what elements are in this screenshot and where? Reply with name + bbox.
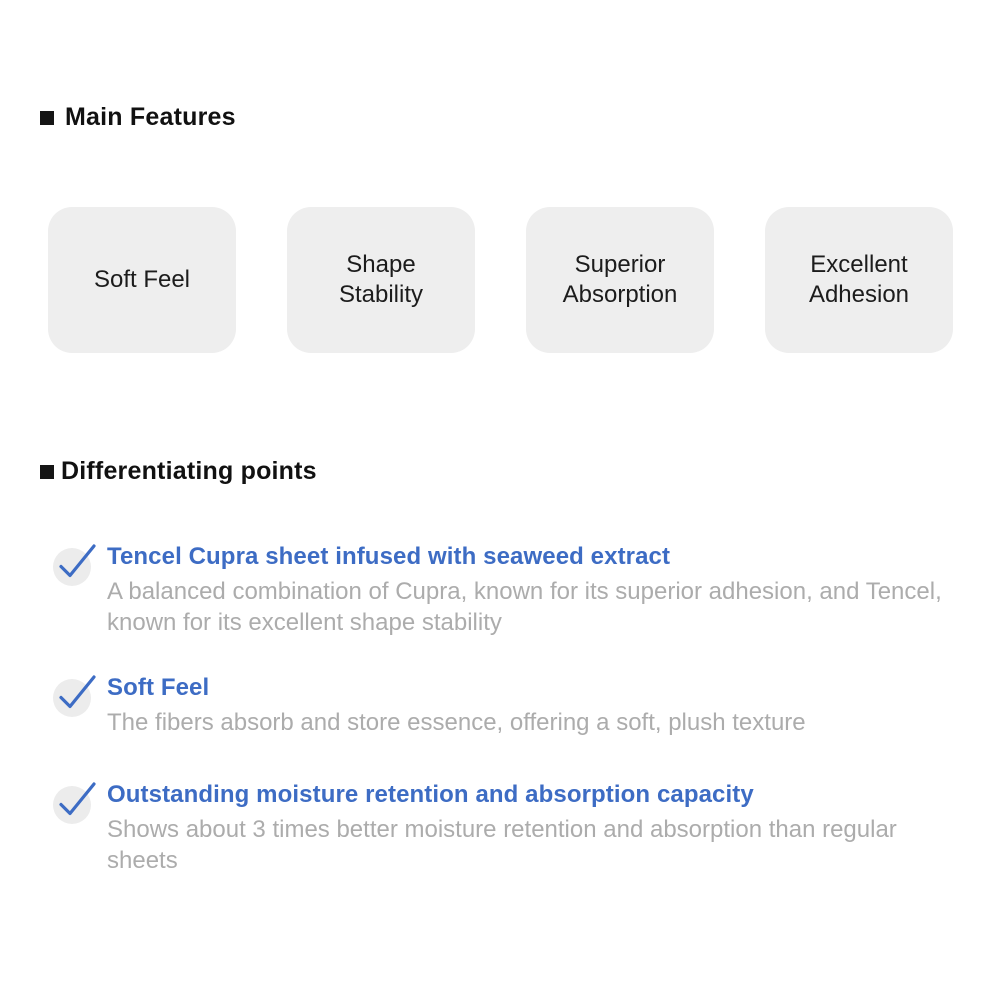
differentiating-points-heading-label: Differentiating points bbox=[61, 457, 317, 485]
feature-card-shape-stability: Shape Stability bbox=[287, 207, 475, 353]
feature-card-label: Excellent Adhesion bbox=[808, 251, 910, 308]
point-description: Shows about 3 times better moisture rete… bbox=[107, 816, 897, 874]
point-title: Tencel Cupra sheet infused with seaweed … bbox=[107, 543, 671, 570]
feature-card-label: Soft Feel bbox=[93, 266, 191, 293]
feature-cards-row: Soft Feel Shape Stability Superior Absor… bbox=[48, 207, 953, 353]
feature-card-superior-absorption: Superior Absorption bbox=[526, 207, 714, 353]
main-features-heading-label: Main Features bbox=[65, 103, 236, 131]
differentiating-points-heading: Differentiating points bbox=[40, 454, 317, 488]
main-features-heading: Main Features bbox=[40, 100, 236, 134]
differentiating-point-item: Outstanding moisture retention and absor… bbox=[52, 779, 957, 876]
square-bullet-icon bbox=[40, 464, 54, 479]
feature-card-excellent-adhesion: Excellent Adhesion bbox=[765, 207, 953, 353]
feature-card-soft-feel: Soft Feel bbox=[48, 207, 236, 353]
checkmark-icon bbox=[52, 672, 98, 718]
square-bullet-icon bbox=[40, 110, 54, 125]
differentiating-point-item: Tencel Cupra sheet infused with seaweed … bbox=[52, 541, 957, 638]
point-title: Soft Feel bbox=[107, 674, 210, 701]
checkmark-icon bbox=[52, 779, 98, 825]
point-title: Outstanding moisture retention and absor… bbox=[107, 781, 754, 808]
feature-card-label: Shape Stability bbox=[338, 251, 424, 308]
point-description: A balanced combination of Cupra, known f… bbox=[107, 578, 942, 636]
point-description: The fibers absorb and store essence, off… bbox=[107, 709, 806, 736]
feature-card-label: Superior Absorption bbox=[562, 251, 678, 308]
checkmark-icon bbox=[52, 541, 98, 587]
differentiating-point-item: Soft Feel The fibers absorb and store es… bbox=[52, 672, 806, 738]
